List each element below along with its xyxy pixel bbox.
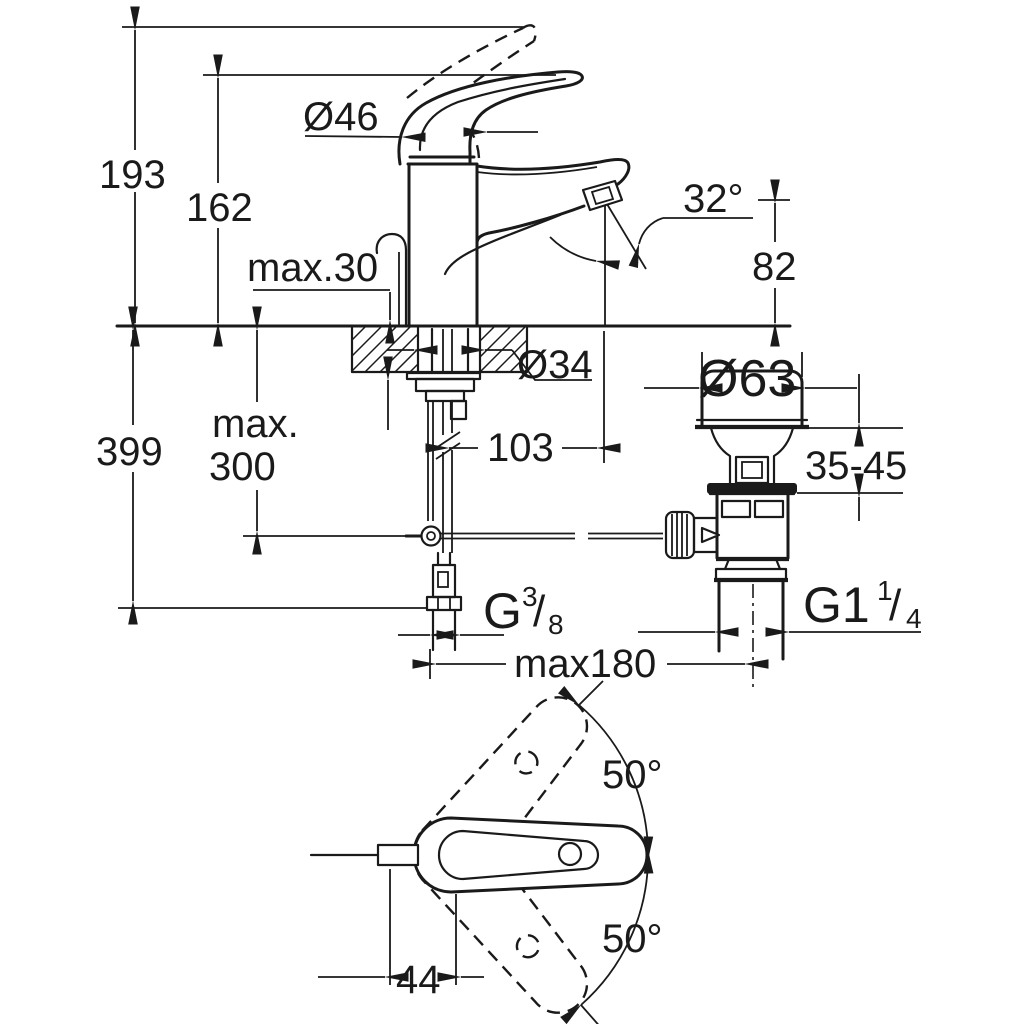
pipe-break-symbol xyxy=(435,431,461,460)
mounting-nut xyxy=(414,377,476,393)
dim-waste-plug-diameter-label: Ø63 xyxy=(698,350,796,408)
waste-thread-slash: / xyxy=(889,581,902,630)
pop-up-rod xyxy=(427,401,434,521)
tailpipe xyxy=(717,578,785,661)
rod-clamp-knob xyxy=(664,510,721,560)
supply-thread-slash: / xyxy=(533,587,546,636)
lever-handle xyxy=(397,70,584,166)
stream-direction-line xyxy=(606,203,647,270)
waste-thread-denominator: 4 xyxy=(906,603,922,634)
dim-clamping-range-label: 35-45 xyxy=(805,444,907,488)
dimension-annotations: 193 162 Ø46 max.30 32° 82 Ø34 xyxy=(96,6,922,686)
dim-depth-total-label: 399 xyxy=(96,430,163,474)
supply-thread-prefix: G xyxy=(483,583,522,639)
horizontal-rod xyxy=(441,532,663,540)
plug-neck xyxy=(709,426,795,485)
waste-thread-label: G1 1 / 4 xyxy=(803,575,922,634)
aerator xyxy=(581,179,624,212)
threaded-shank xyxy=(430,327,470,373)
dim-spout-reach-label: 103 xyxy=(487,426,554,470)
hose-nipple xyxy=(449,399,468,421)
g38-thread xyxy=(431,608,457,652)
waste-thread-prefix: G1 xyxy=(803,577,870,633)
top-view: 50° 50° 44 xyxy=(309,680,663,1024)
spout xyxy=(475,158,631,245)
ball-joint-linkage xyxy=(404,525,663,547)
dim-rod-depth-word: max. xyxy=(212,402,299,446)
dim-outlet-height-label: 82 xyxy=(752,245,797,289)
pull-rod-top-view xyxy=(309,843,420,867)
flow-arrow xyxy=(549,236,620,270)
dim-aerator-angle-label: 32° xyxy=(683,177,744,221)
outlet-plumb-line xyxy=(603,205,606,463)
dim-handle-diameter-label: Ø46 xyxy=(303,95,379,139)
supply-thread-denominator: 8 xyxy=(548,609,564,640)
swing-angle-annotation: 50° 50° xyxy=(558,680,663,1024)
dim-swing-lower-label: 50° xyxy=(602,917,663,961)
waste-body xyxy=(715,492,790,560)
deck-hatching xyxy=(351,325,528,373)
dim-lever-height-label: 162 xyxy=(186,186,253,230)
waste-thread-numerator: 1 xyxy=(877,575,893,606)
dim-rod-depth-value: 300 xyxy=(209,445,276,489)
supply-hose-connector xyxy=(425,551,463,652)
side-view xyxy=(375,24,631,328)
offset-annotation: 44 xyxy=(318,869,484,1002)
pop-up-waste xyxy=(664,369,809,692)
supply-thread-label: G 3 / 8 xyxy=(483,581,564,640)
dim-deck-thickness-label: max.30 xyxy=(247,246,378,290)
lever-top-view xyxy=(412,816,649,894)
dim-back-offset-label: 44 xyxy=(396,958,441,1002)
faucet-body xyxy=(406,155,562,328)
waste-plug-head xyxy=(700,369,804,429)
dim-hole-diameter-label: Ø34 xyxy=(517,343,593,387)
hex-nut xyxy=(425,595,463,612)
counter-deck xyxy=(115,324,792,374)
dim-swing-upper-label: 50° xyxy=(602,753,663,797)
dim-overall-height-label: 193 xyxy=(99,153,166,197)
supply-thread-numerator: 3 xyxy=(522,581,538,612)
rubber-seal xyxy=(707,483,797,494)
pull-rod-knob xyxy=(375,232,408,328)
dim-linkage-reach-label: max180 xyxy=(514,642,656,686)
